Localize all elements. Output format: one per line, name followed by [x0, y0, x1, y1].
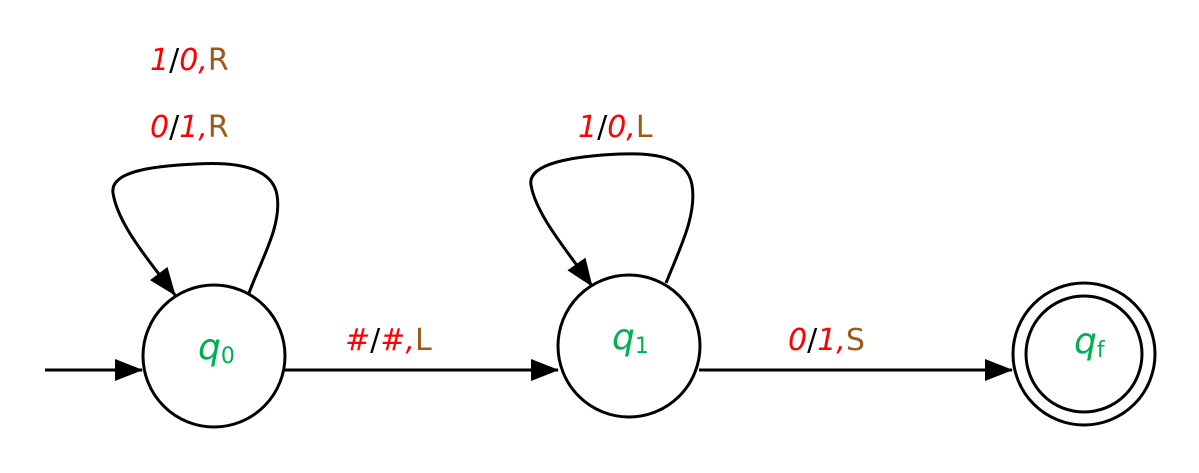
state-qf-inner-circle [1024, 294, 1144, 414]
transition-label: 0/1,R [150, 110, 229, 145]
transition-label: 1/0,L [578, 110, 653, 145]
state-q0-circle [141, 283, 287, 429]
transition-label: #/#,L [345, 323, 432, 358]
state-qf-outer-circle [1011, 281, 1157, 427]
transition-label: 1/0,R [150, 43, 229, 78]
loop-q1 [529, 152, 695, 287]
transition-label: 0/1,S [788, 323, 865, 358]
state-q1-label: q1 [612, 317, 649, 359]
state-q0-label: q0 [198, 327, 235, 369]
loop-q0 [111, 162, 280, 296]
state-q1-circle [556, 273, 702, 419]
state-qf-label: qf [1074, 321, 1105, 363]
